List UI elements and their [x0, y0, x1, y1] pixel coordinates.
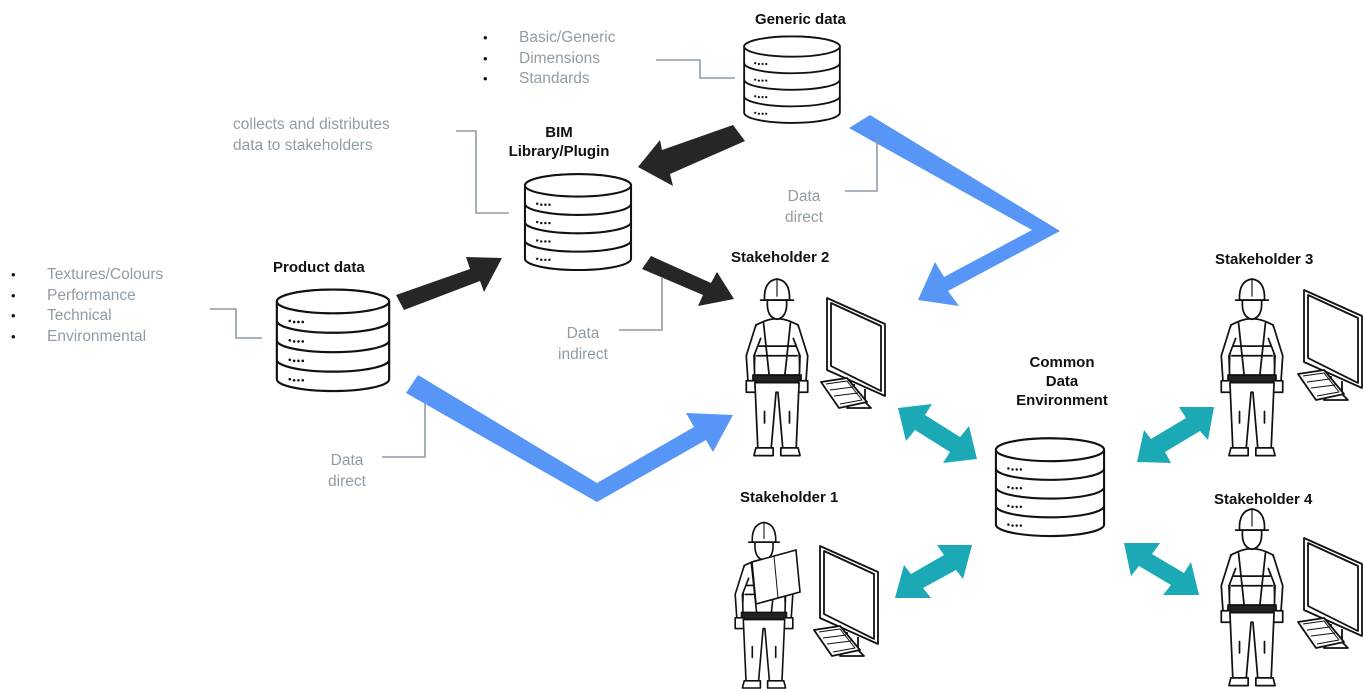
bim-to-stakeholder2-arrow [642, 256, 734, 306]
cde-stakeholder2-arrow [898, 404, 977, 463]
indirect-line2: indirect [558, 346, 608, 363]
bim-note-line1: collects and distributes [233, 116, 390, 133]
generic-bullet-item: Standards [483, 69, 615, 90]
product-bullet-item: Performance [11, 286, 163, 307]
bim-note-line2: data to stakeholders [233, 137, 373, 154]
cde-title-line3: Environment [1016, 392, 1108, 409]
cde-stakeholder4-arrow [1124, 543, 1199, 595]
generic-direct-line2: direct [785, 209, 823, 226]
indirect-leader [619, 277, 663, 331]
bim-database-icon [523, 173, 633, 272]
product-direct-line2: direct [328, 473, 366, 490]
generic-bullets-leader [656, 59, 735, 79]
product-direct-arrow [406, 375, 733, 502]
generic-bullet-list: Basic/Generic Dimensions Standards [483, 28, 615, 90]
generic-database-icon [743, 35, 841, 124]
indirect-line1: Data [566, 325, 600, 342]
stakeholder1-title: Stakeholder 1 [740, 489, 839, 506]
cde-database-icon [994, 437, 1106, 538]
product-bullet-item: Technical [11, 306, 163, 327]
bim-title-line2: Library/Plugin [508, 143, 610, 160]
generic-data-title: Generic data [755, 11, 846, 28]
cde-stakeholder3-arrow [1137, 407, 1214, 463]
product-direct-label: Data direct [322, 450, 372, 492]
product-bullet-list: Textures/Colours Performance Technical E… [11, 265, 163, 347]
product-bullet-item: Textures/Colours [11, 265, 163, 286]
stakeholder4-title: Stakeholder 4 [1214, 491, 1313, 508]
product-bullets-leader [210, 308, 262, 339]
cde-title: Common Data Environment [1002, 353, 1122, 410]
bim-library-title: BIM Library/Plugin [494, 123, 624, 161]
generic-direct-line1: Data [787, 188, 821, 205]
generic-direct-arrow [849, 115, 1060, 306]
stakeholder3-title: Stakeholder 3 [1215, 251, 1314, 268]
cde-title-line1: Common [1029, 354, 1095, 371]
generic-direct-label: Data direct [782, 186, 826, 228]
stakeholder2-title: Stakeholder 2 [731, 249, 830, 266]
bim-note: collects and distributes data to stakeho… [233, 114, 390, 156]
product-direct-leader [382, 403, 426, 458]
product-to-bim-arrow [396, 257, 502, 310]
stakeholder2-worker-icon [745, 278, 809, 457]
product-direct-line1: Data [330, 452, 364, 469]
product-bullet-item: Environmental [11, 327, 163, 348]
stakeholder3-computer-icon [1297, 289, 1363, 401]
bim-title-line1: BIM [545, 124, 573, 141]
stakeholder4-worker-icon [1220, 508, 1284, 687]
stakeholder3-worker-icon [1220, 278, 1284, 457]
cde-title-line2: Data [1045, 373, 1079, 390]
indirect-label: Data indirect [553, 323, 613, 365]
stakeholder4-computer-icon [1297, 537, 1363, 649]
product-data-title: Product data [273, 259, 365, 276]
stakeholder1-computer-icon [813, 545, 879, 657]
stakeholder1-worker-icon [734, 521, 794, 689]
bim-note-leader [456, 130, 509, 214]
product-database-icon [275, 288, 391, 393]
generic-to-bim-arrow [638, 125, 745, 186]
generic-bullet-item: Dimensions [483, 49, 615, 70]
stakeholder2-computer-icon [820, 297, 886, 409]
cde-stakeholder1-arrow [895, 545, 972, 598]
generic-bullet-item: Basic/Generic [483, 28, 615, 49]
blueprint-icon [751, 548, 801, 606]
generic-direct-leader [845, 139, 878, 192]
